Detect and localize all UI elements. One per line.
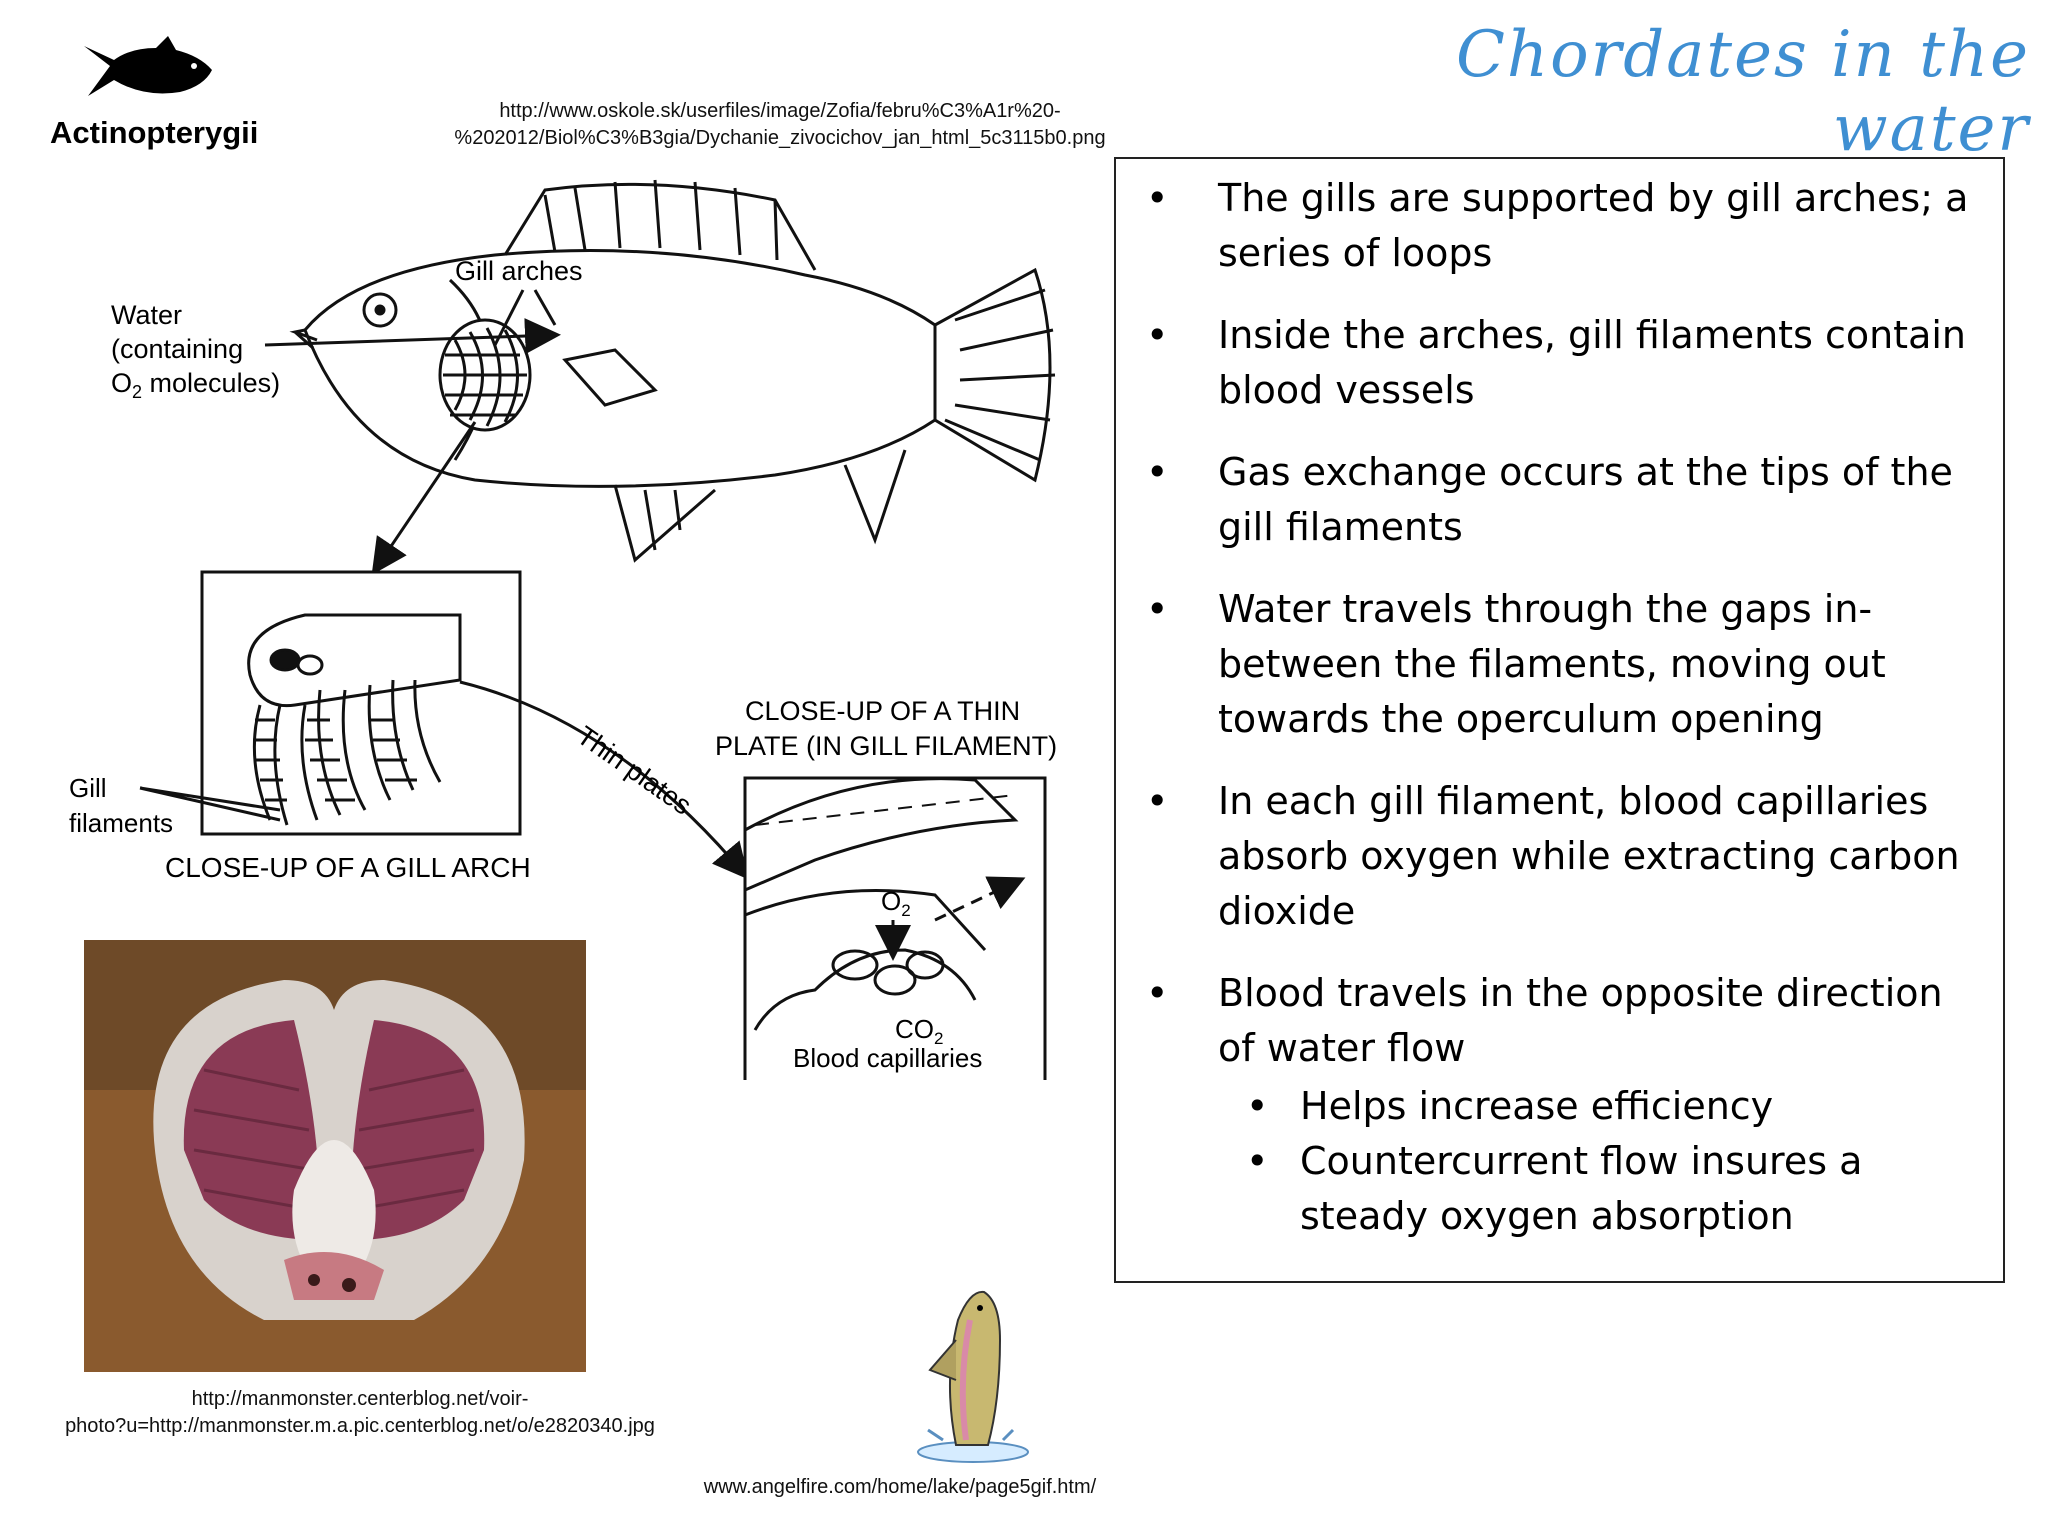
photo-source-url[interactable]: http://manmonster.centerblog.net/voir- p…	[65, 1388, 655, 1437]
svg-text:(containing: (containing	[111, 334, 243, 364]
blood-capillaries-label: Blood capillaries	[793, 1043, 982, 1073]
info-box: •The gills are supported by gill arches;…	[1114, 157, 2005, 1283]
svg-text:Water: Water	[111, 300, 182, 330]
arch-caption: CLOSE-UP OF A GILL ARCH	[165, 852, 531, 883]
svg-text:Gill: Gill	[69, 773, 107, 803]
svg-text:O2 molecules): O2 molecules)	[111, 368, 280, 402]
jumping-fish-icon	[917, 1290, 1029, 1463]
bullet-item: •Blood travels in the opposite direction…	[1146, 971, 1943, 1070]
class-label: Actinopterygii	[50, 115, 259, 150]
gill-photo	[84, 940, 586, 1372]
svg-text:CLOSE-UP OF A THIN: CLOSE-UP OF A THIN	[745, 696, 1020, 726]
bullet-item: •Inside the arches, gill filaments conta…	[1146, 313, 1967, 412]
angelfire-source-url[interactable]: www.angelfire.com/home/lake/page5gif.htm…	[703, 1476, 1097, 1498]
bullet-item: •In each gill filament, blood capillarie…	[1146, 779, 1960, 933]
bullet-item: •The gills are supported by gill arches;…	[1146, 176, 1969, 275]
gill-diagram: Gill arches Water (containing O2 molecul…	[69, 179, 1057, 1080]
sub-bullet-item: •Countercurrent flow insures a steady ox…	[1246, 1139, 1863, 1238]
sub-bullet-item: •Helps increase efficiency	[1246, 1084, 1774, 1128]
svg-text:CO2: CO2	[895, 1014, 943, 1048]
gill-arches-label: Gill arches	[455, 256, 583, 286]
slide-title: Chordates in the water	[1455, 18, 2030, 166]
fish-body	[303, 249, 937, 488]
svg-text:O2: O2	[881, 886, 911, 920]
bullet-item: •Water travels through the gaps in-betwe…	[1146, 587, 1886, 741]
svg-text:PLATE (IN GILL FILAMENT): PLATE (IN GILL FILAMENT)	[715, 731, 1057, 761]
svg-text:filaments: filaments	[69, 808, 173, 838]
diagram-source-url[interactable]: http://www.oskole.sk/userfiles/image/Zof…	[454, 100, 1106, 149]
gill-arch-closeup-box	[200, 570, 522, 836]
fish-silhouette-icon	[84, 36, 212, 96]
svg-text:Thin plates: Thin plates	[572, 720, 697, 820]
bullet-item: •Gas exchange occurs at the tips of the …	[1146, 450, 1953, 549]
